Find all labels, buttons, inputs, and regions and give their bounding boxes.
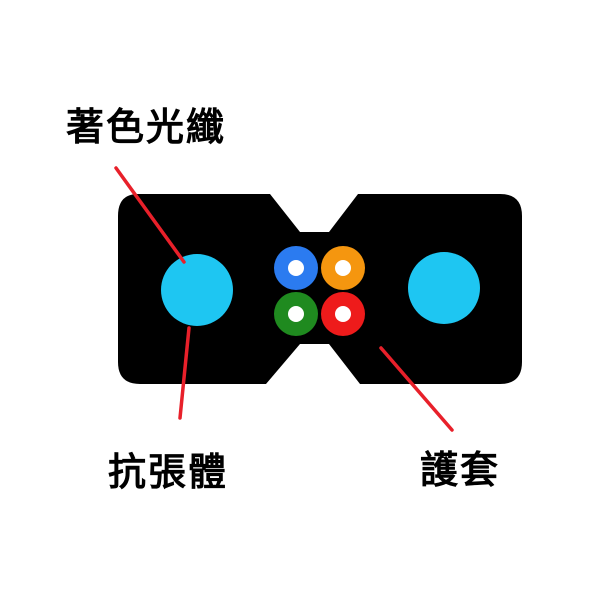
- fiber-orange-core: [335, 260, 351, 276]
- strength-member-left: [161, 254, 233, 326]
- label-jacket: 護套: [420, 448, 501, 492]
- leader-line-strength: [178, 326, 191, 420]
- strength-member-right: [408, 252, 480, 324]
- label-colored-fiber: 著色光纖: [66, 105, 227, 149]
- colored-fiber-group: [274, 246, 365, 336]
- cable-jacket: [118, 194, 522, 384]
- fiber-blue-core: [288, 260, 304, 276]
- leader-line-jacket: [379, 346, 454, 432]
- fiber-red-core: [335, 306, 351, 322]
- leader-line-fiber: [114, 166, 186, 264]
- fiber-green-core: [288, 306, 304, 322]
- label-strength-member: 抗張體: [108, 450, 229, 494]
